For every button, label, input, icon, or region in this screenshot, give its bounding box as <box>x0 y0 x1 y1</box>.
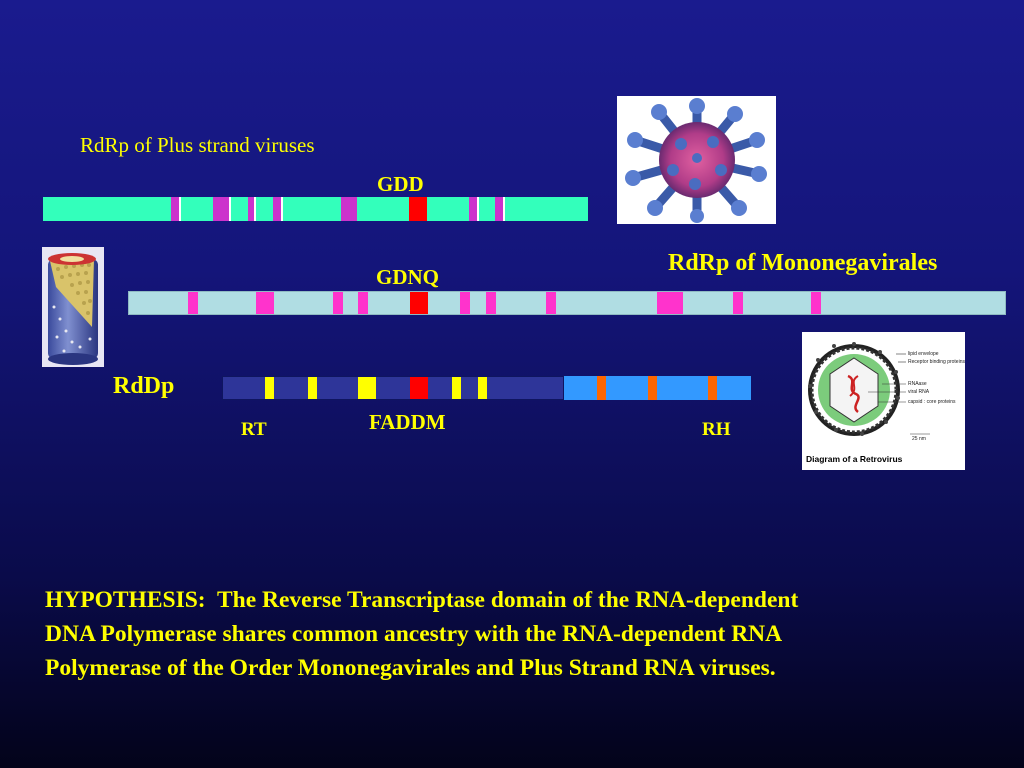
plus-separator <box>477 197 479 221</box>
mono-motif <box>486 292 496 314</box>
mono-motif <box>256 292 274 314</box>
retro-scale: 25 nm <box>912 436 926 442</box>
mono-motif <box>546 292 556 314</box>
faddm-label: FADDM <box>369 410 446 434</box>
gdd-label: GDD <box>377 172 424 196</box>
plus-motif <box>495 197 503 221</box>
hypothesis-line-2: DNA Polymerase shares common ancestry wi… <box>45 621 783 647</box>
retro-legend-rnaase: RNAase <box>908 381 927 387</box>
plus-separator <box>503 197 505 221</box>
mononegavirales-bar <box>128 291 1006 315</box>
rt-faddm-motif <box>410 377 428 399</box>
mono-motif <box>733 292 743 314</box>
spherical-virus-image <box>617 96 776 224</box>
mono-motif <box>333 292 343 314</box>
rh-motif <box>708 376 717 400</box>
plus-motif <box>341 197 357 221</box>
retro-legend-capsid: capsid : core proteins <box>908 399 956 405</box>
rh-motif <box>648 376 657 400</box>
retro-legend-envelope: lipid envelope <box>908 351 939 357</box>
mono-gdnq-motif <box>410 292 428 314</box>
plus-strand-bar <box>43 197 588 221</box>
plus-separator <box>179 197 181 221</box>
hypothesis-line-3: Polymerase of the Order Mononegavirales … <box>45 655 776 681</box>
retro-legend-receptor: Receptor binding proteins <box>908 359 965 365</box>
rddp-rt-domain <box>222 376 564 400</box>
mononegavirales-title: RdRp of Mononegavirales <box>668 250 938 276</box>
plus-separator <box>229 197 231 221</box>
plus-separator <box>281 197 283 221</box>
rt-motif <box>308 377 317 399</box>
plus-strand-title: RdRp of Plus strand viruses <box>80 133 315 157</box>
retro-caption: Diagram of a Retrovirus <box>806 454 903 464</box>
rh-motif <box>597 376 606 400</box>
gdnq-label: GDNQ <box>376 265 439 289</box>
mono-motif <box>811 292 821 314</box>
retro-legend-viral-rna: viral RNA <box>908 389 930 395</box>
hypothesis-line-1: HYPOTHESIS: The Reverse Transcriptase do… <box>45 587 799 613</box>
mono-motif <box>657 292 683 314</box>
rddp-title: RdDp <box>113 373 175 399</box>
rt-label: RT <box>241 419 267 440</box>
mono-motif <box>188 292 198 314</box>
hypothesis-text: HYPOTHESIS: The Reverse Transcriptase do… <box>45 583 985 685</box>
rod-virus-image <box>42 247 104 367</box>
rt-motif <box>265 377 274 399</box>
rt-motif <box>452 377 461 399</box>
rh-label: RH <box>702 419 731 440</box>
plus-motif <box>213 197 229 221</box>
plus-separator <box>254 197 256 221</box>
retrovirus-diagram-image: lipid envelope Receptor binding proteins… <box>802 332 965 470</box>
plus-motif <box>171 197 179 221</box>
mono-motif <box>358 292 368 314</box>
rddp-rh-domain <box>564 376 751 400</box>
plus-motif <box>248 197 254 221</box>
plus-motif <box>469 197 477 221</box>
mono-motif <box>460 292 470 314</box>
rt-motif <box>358 377 376 399</box>
plus-motif <box>273 197 281 221</box>
plus-gdd-motif <box>409 197 427 221</box>
rt-motif <box>478 377 487 399</box>
